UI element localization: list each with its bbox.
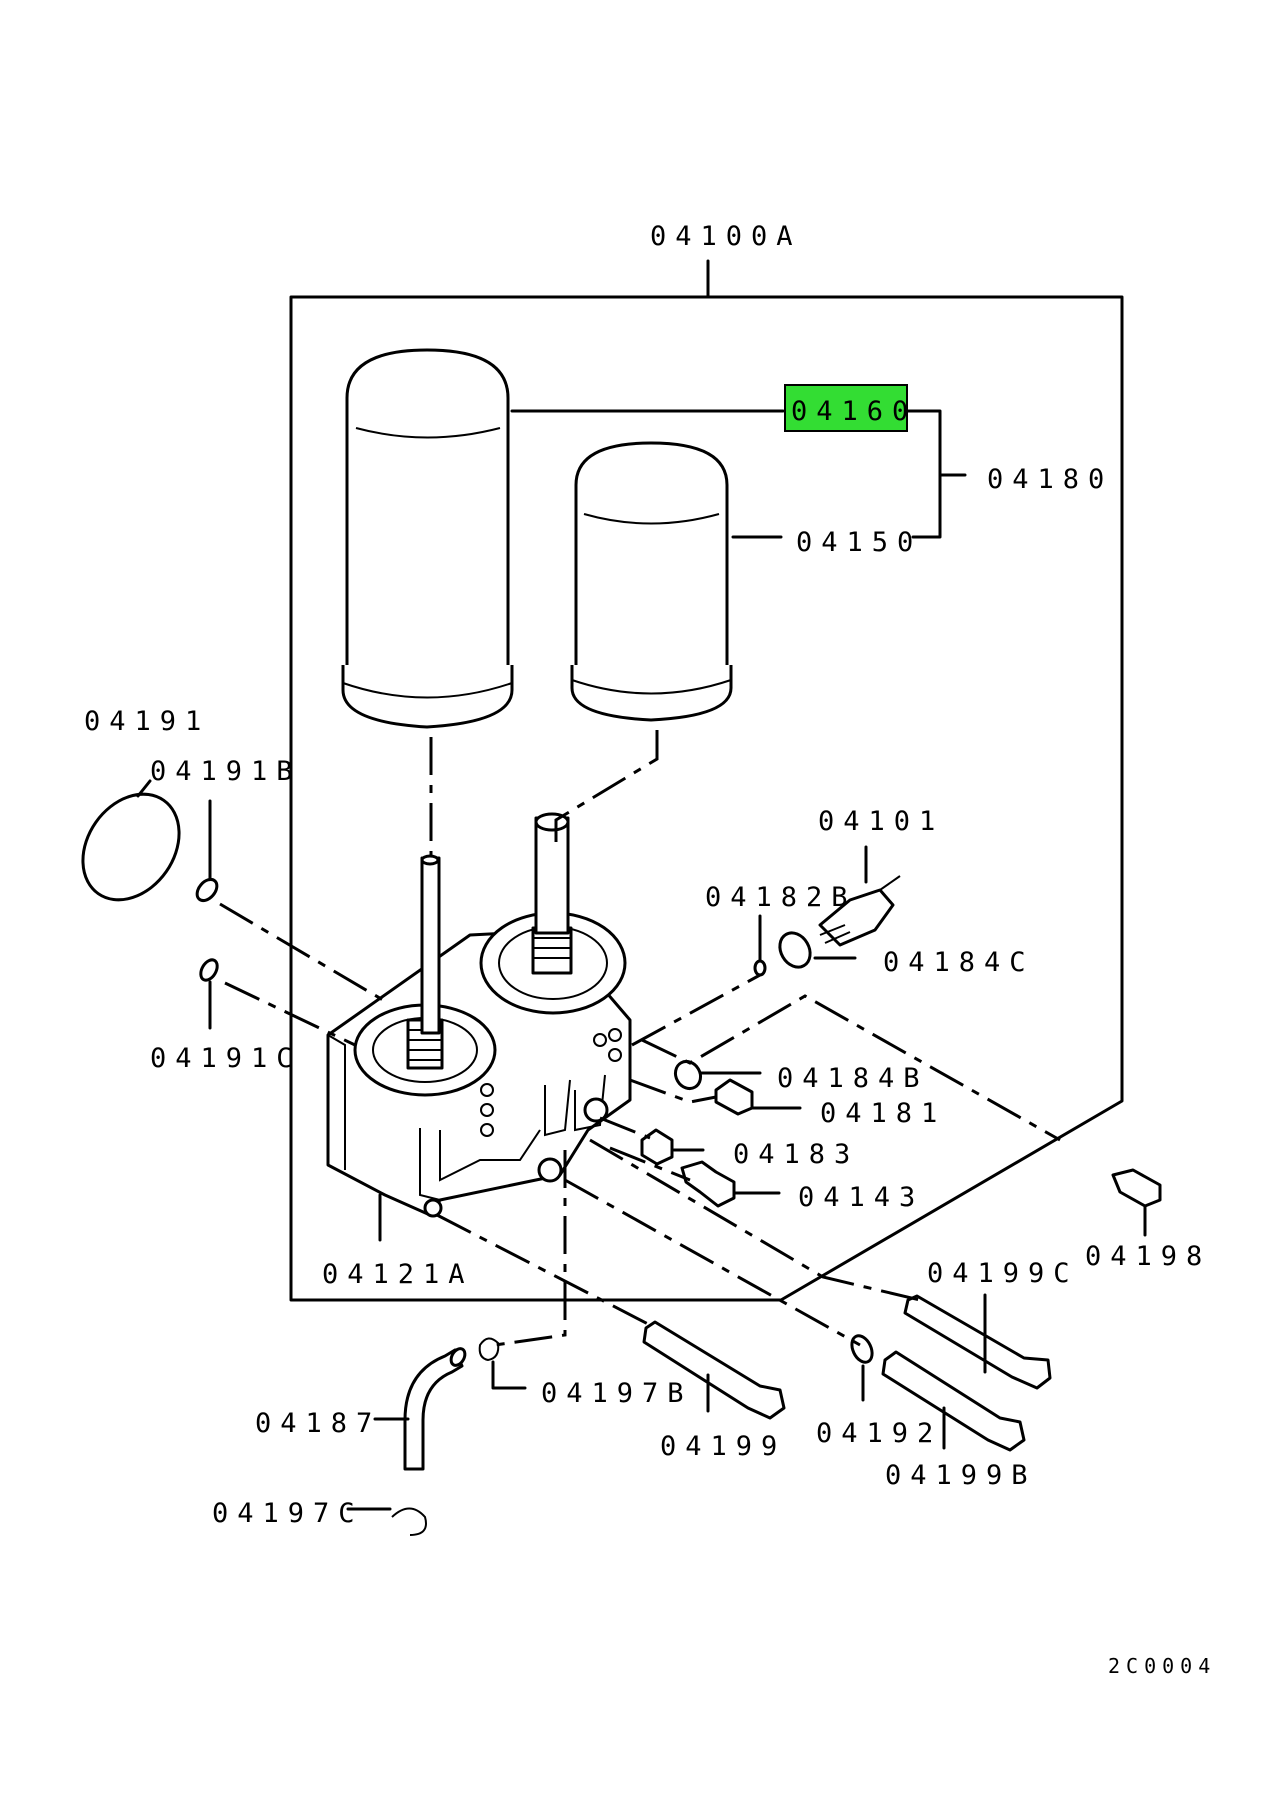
callout-04198[interactable]: 04198 <box>1085 1241 1211 1272</box>
filter-large-illustration <box>341 348 514 729</box>
small-parts-illustration <box>81 792 1162 1536</box>
callout-04197B[interactable]: 04197B <box>541 1378 693 1409</box>
callout-04184C[interactable]: 04184C <box>883 947 1035 978</box>
callout-04199C[interactable]: 04199C <box>927 1258 1079 1289</box>
callout-04191C[interactable]: 04191C <box>150 1043 302 1074</box>
callout-04160[interactable]: 04160 <box>791 396 917 427</box>
callout-04101[interactable]: 04101 <box>818 806 944 837</box>
callout-04183[interactable]: 04183 <box>733 1139 859 1170</box>
callout-04121A[interactable]: 04121A <box>322 1259 474 1290</box>
callout-04181[interactable]: 04181 <box>820 1098 946 1129</box>
callout-04143[interactable]: 04143 <box>798 1182 924 1213</box>
callout-04191B[interactable]: 04191B <box>150 756 302 787</box>
callout-04192[interactable]: 04192 <box>816 1418 942 1449</box>
filter-head-illustration <box>326 812 632 1218</box>
reference-code: 2C0004 <box>1108 1654 1216 1678</box>
filter-small-illustration <box>570 441 733 722</box>
callout-04199[interactable]: 04199 <box>660 1431 786 1462</box>
callout-04197C[interactable]: 04197C <box>212 1498 364 1529</box>
callout-04184B[interactable]: 04184B <box>777 1063 929 1094</box>
callout-04180[interactable]: 04180 <box>987 464 1113 495</box>
highlight-box <box>784 384 908 432</box>
callout-04100A[interactable]: 04100A <box>650 221 802 252</box>
callout-04182B[interactable]: 04182B <box>705 882 857 913</box>
alignment-lines <box>219 730 1061 1347</box>
callout-04187[interactable]: 04187 <box>255 1408 381 1439</box>
callout-04199B[interactable]: 04199B <box>885 1460 1037 1491</box>
callout-04150[interactable]: 04150 <box>796 527 922 558</box>
leader-lines <box>136 409 1147 1511</box>
assembly-frame <box>289 259 1124 1302</box>
callout-04191[interactable]: 04191 <box>84 706 210 737</box>
